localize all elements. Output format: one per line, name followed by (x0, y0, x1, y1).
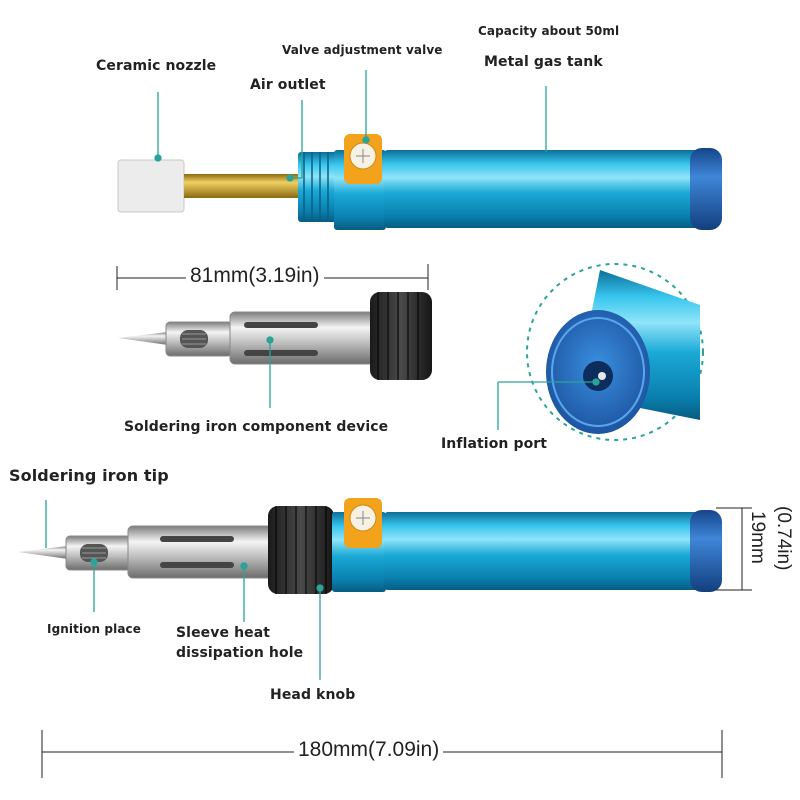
soldering-component-assembly (118, 292, 432, 380)
inflation-port-label: Inflation port (441, 436, 548, 452)
diameter-in-dimension: (0.74in) (773, 506, 794, 571)
diameter-mm-dimension: 19mm (747, 511, 768, 564)
sleeve-heat-label-line1: Sleeve heat (176, 625, 271, 641)
brass-tube-shape (184, 174, 304, 198)
leader-lines (45, 70, 600, 680)
air-outlet-label: Air outlet (250, 77, 326, 93)
total-length-dimension: 180mm(7.09in) (294, 738, 444, 762)
head-knob-label: Head knob (270, 687, 356, 703)
component-knob-shape (370, 292, 432, 380)
component-tip-shape (118, 332, 168, 345)
full-head-knob-shape (268, 506, 334, 594)
gas-tank-assembly (117, 134, 722, 230)
full-sleeve-shape (127, 525, 275, 579)
capacity-label: Capacity about 50ml (478, 24, 620, 38)
metal-tank-label: Metal gas tank (484, 54, 603, 70)
ceramic-nozzle-label: Ceramic nozzle (96, 58, 217, 74)
sleeve-heat-label-line2: dissipation hole (176, 645, 304, 661)
inflation-port-detail (526, 263, 704, 441)
full-tip-shape (18, 546, 68, 559)
tank-end-cap-shape (690, 148, 722, 230)
ceramic-nozzle-shape (117, 159, 185, 213)
soldering-tip-label: Soldering iron tip (9, 466, 169, 485)
full-iron-assembly (18, 498, 722, 594)
valve-label: Valve adjustment valve (282, 43, 443, 57)
full-end-cap-shape (690, 510, 722, 592)
soldering-component-label: Soldering iron component device (124, 419, 389, 435)
component-sleeve-shape (229, 311, 377, 365)
component-length-dimension: 81mm(3.19in) (186, 264, 324, 288)
metal-tank-body-shape (384, 150, 704, 228)
full-tank-body-shape (384, 512, 704, 590)
ignition-place-label: Ignition place (47, 622, 141, 636)
